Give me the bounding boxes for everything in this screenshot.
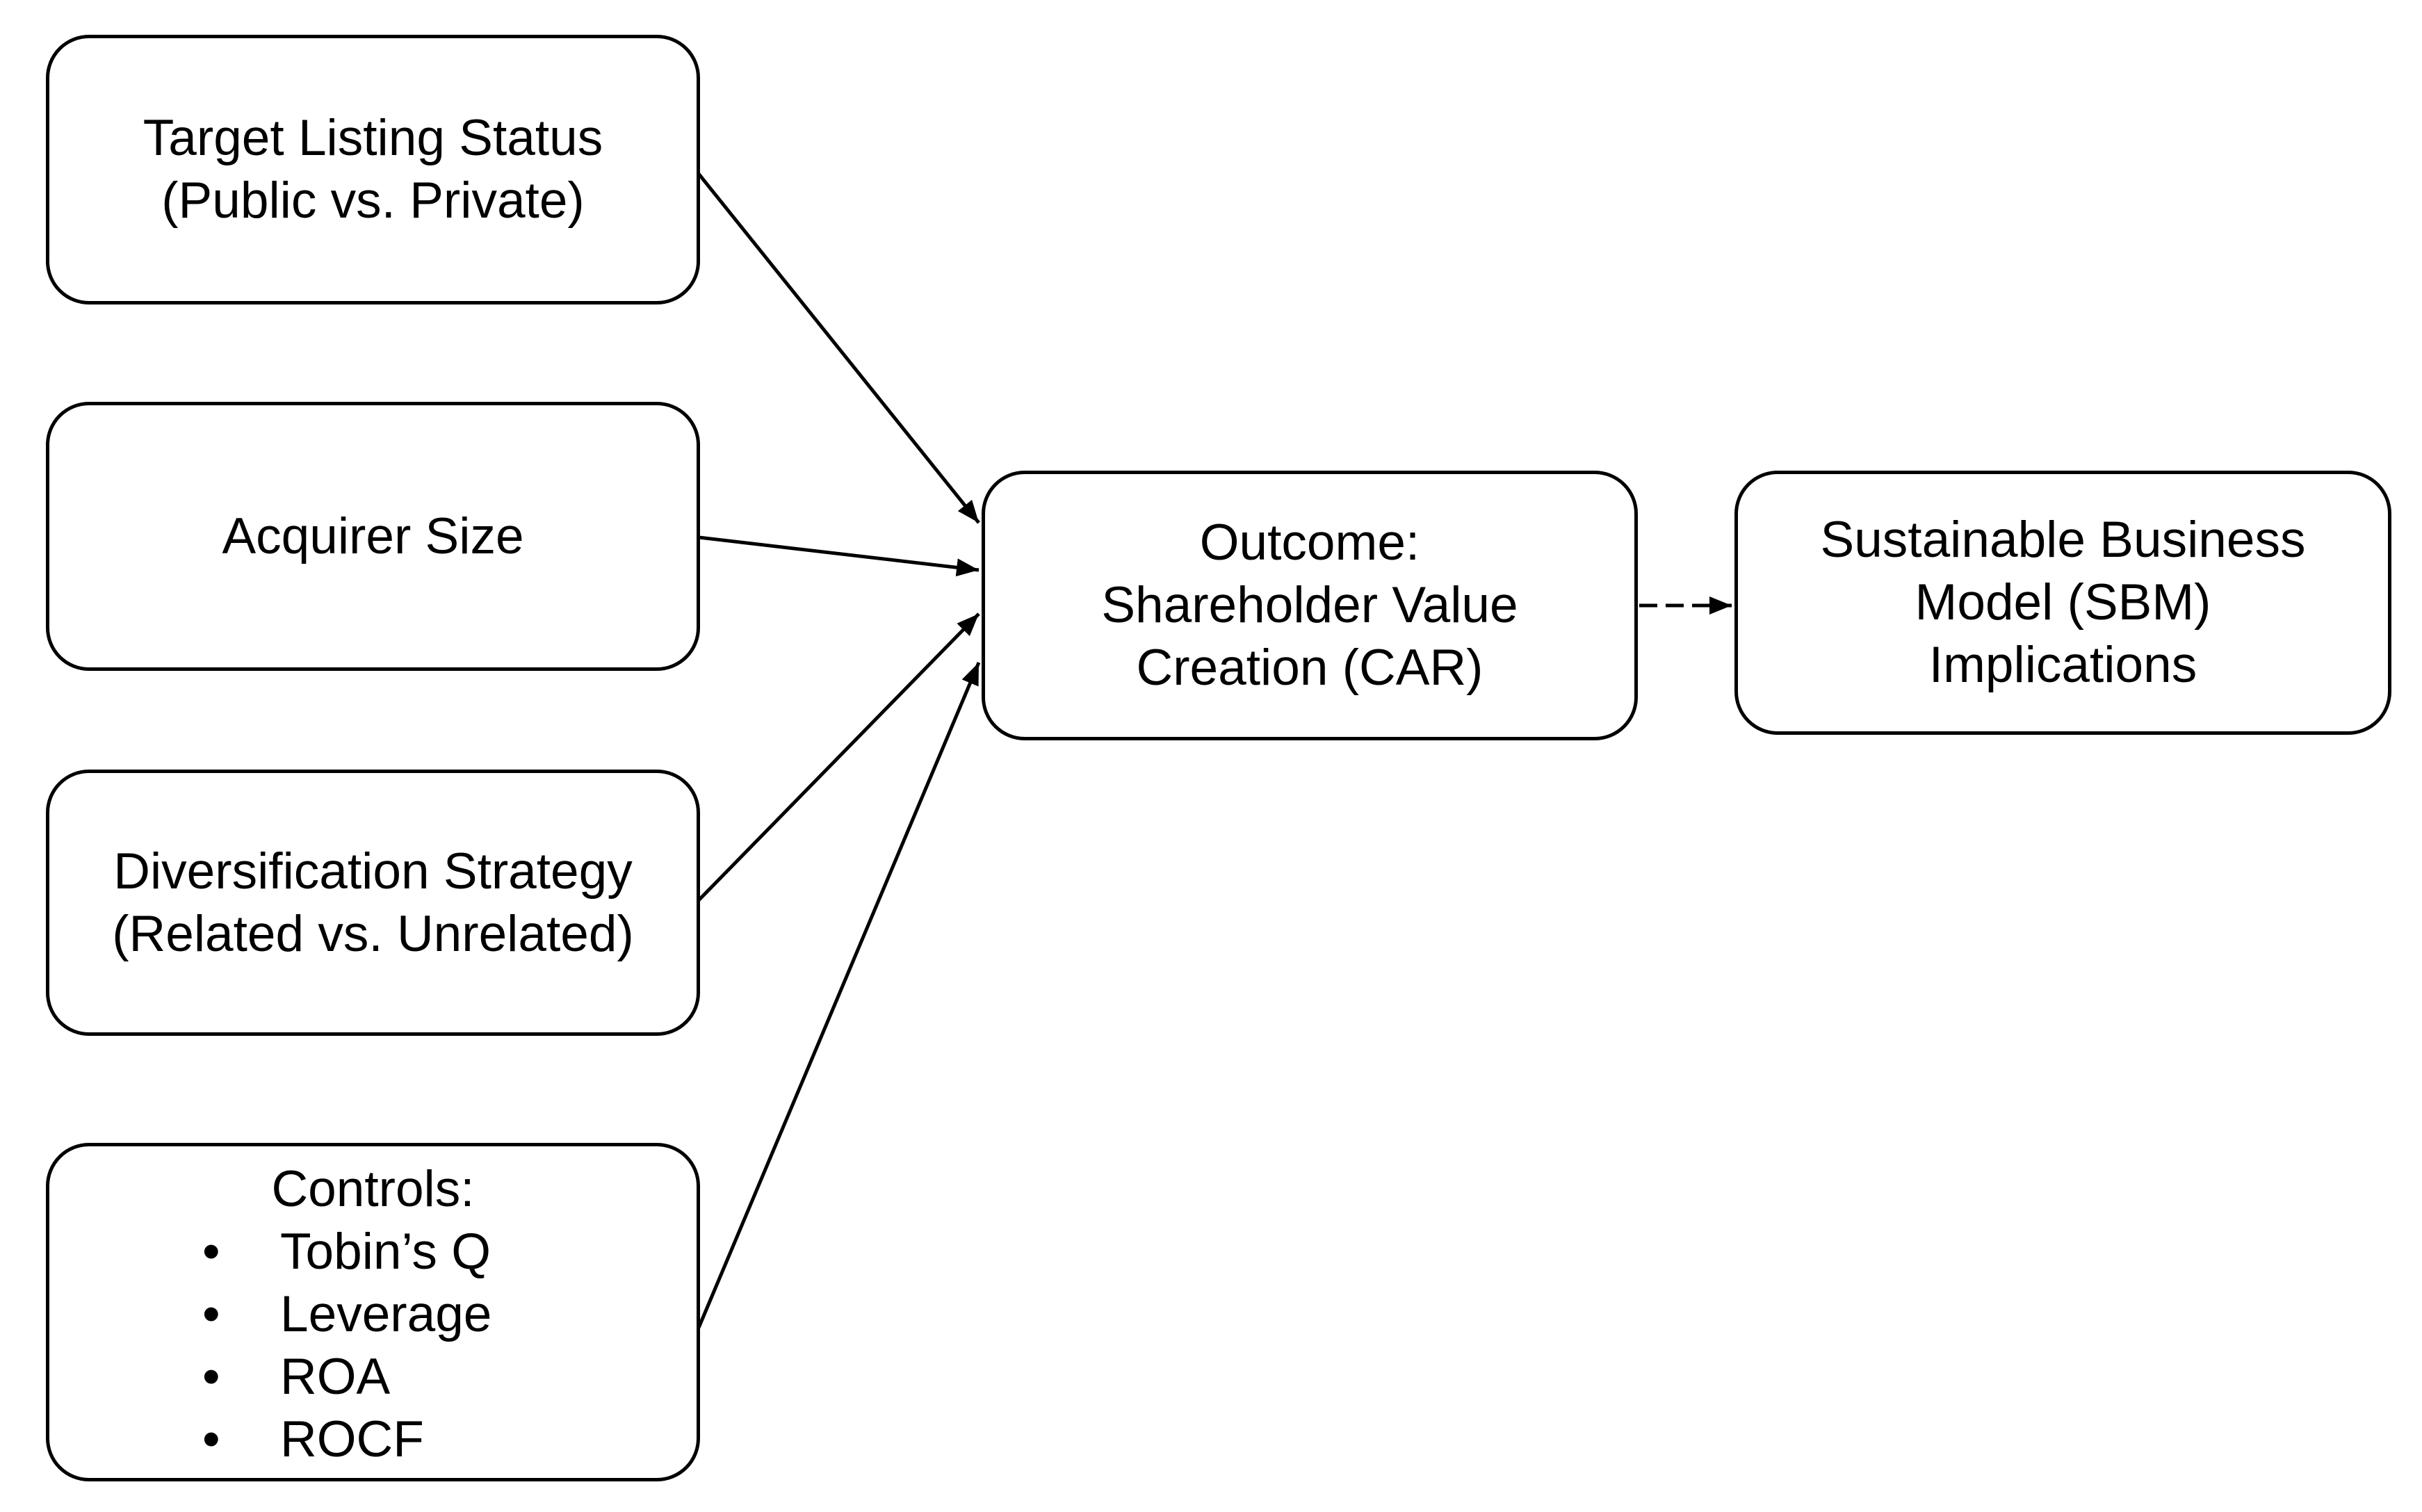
box-acquirer-size: Acquirer Size <box>46 402 700 671</box>
controls-title: Controls: <box>271 1161 475 1217</box>
bullet-icon: • <box>202 1224 220 1280</box>
box-text-line: Diversification Strategy <box>113 843 633 900</box>
arrow-target-listing-to-outcome <box>697 172 980 524</box>
list-item: • Tobin’s Q <box>49 1221 697 1283</box>
bullet-icon: • <box>202 1286 220 1342</box>
box-controls: Controls: • Tobin’s Q • Leverage • ROA •… <box>46 1143 700 1481</box>
list-item-label: ROA <box>280 1349 391 1405</box>
box-text-line: Outcome: <box>1199 514 1420 571</box>
box-text-line: (Public vs. Private) <box>161 172 585 229</box>
list-item-label: Tobin’s Q <box>280 1224 491 1280</box>
arrow-controls-to-outcome <box>697 662 981 1328</box>
list-item: • ROCF <box>49 1408 697 1471</box>
box-text-line: Creation (CAR) <box>1136 640 1484 696</box>
box-text-line: Implications <box>1928 637 2197 693</box>
box-text-line: Sustainable Business <box>1820 512 2306 568</box>
list-item: • ROA <box>49 1346 697 1408</box>
list-item: • Leverage <box>49 1283 697 1346</box>
box-target-listing-status: Target Listing Status (Public vs. Privat… <box>46 35 700 304</box>
arrow-acquirer-size-to-outcome <box>698 535 980 577</box>
controls-list: • Tobin’s Q • Leverage • ROA • ROCF <box>49 1221 697 1471</box>
box-text-line: Acquirer Size <box>222 507 524 564</box>
box-text-line: (Related vs. Unrelated) <box>112 905 634 962</box>
box-text-line: Target Listing Status <box>143 110 603 166</box>
box-text-line: Shareholder Value <box>1101 577 1518 633</box>
bullet-icon: • <box>202 1411 220 1468</box>
bullet-icon: • <box>202 1349 220 1405</box>
list-item-label: Leverage <box>280 1286 492 1342</box>
list-item-label: ROCF <box>280 1411 424 1468</box>
box-diversification-strategy: Diversification Strategy (Related vs. Un… <box>46 770 700 1036</box>
box-text-line: Model (SBM) <box>1915 574 2211 631</box>
arrow-diversification-to-outcome <box>697 612 980 902</box>
box-outcome-shareholder-value: Outcome: Shareholder Value Creation (CAR… <box>982 471 1638 740</box>
box-sbm-implications: Sustainable Business Model (SBM) Implica… <box>1734 471 2391 735</box>
